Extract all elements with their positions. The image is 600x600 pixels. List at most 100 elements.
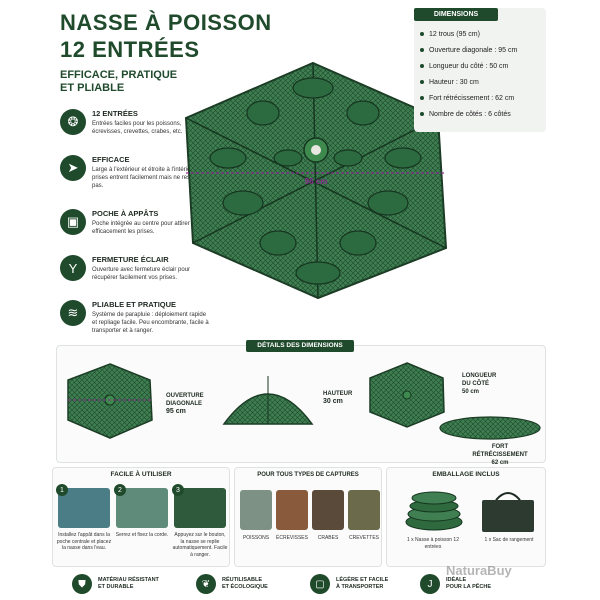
footer-line: ET ÉCOLOGIQUE [222, 584, 268, 590]
details-header: DÉTAILS DES DIMENSIONS [246, 340, 354, 352]
dimension-item: Nombre de côtés : 6 côtés [420, 111, 511, 118]
capture-photo-crab [312, 490, 344, 530]
feature-title: POCHE À APPÂTS [92, 209, 159, 218]
capture-label: POISSONS [242, 535, 270, 541]
dimension-item: Hauteur : 30 cm [420, 79, 479, 86]
footer-line: RÉUTILISABLE [222, 577, 263, 583]
captures-header: POUR TOUS TYPES DE CAPTURES [257, 472, 359, 478]
feature-desc: Entrées faciles pour les poissons, écrev… [92, 121, 183, 135]
footer-line: À TRANSPORTER [336, 584, 384, 590]
dimension-text: Nombre de côtés : 6 côtés [429, 111, 511, 118]
page-title-secondary: 12 ENTRÉES [60, 37, 200, 62]
dimension-text: 12 trous (95 cm) [429, 31, 480, 38]
layers-icon: ≋ [60, 300, 86, 326]
fish-trap-illustration: 96 cm [184, 61, 448, 300]
label-line: OUVERTURE [166, 393, 204, 399]
ouverture-label: OUVERTURE DIAGONALE 95 cm [166, 392, 206, 416]
main-measure-label: 96 cm [305, 177, 328, 186]
storage-bag-image [482, 492, 534, 532]
dimensions-panel [414, 8, 546, 132]
hook-icon: J [420, 574, 440, 594]
shield-icon: ⛊ [72, 574, 92, 594]
footer-line: LÉGÈRE ET FACILE [336, 577, 389, 583]
hexagon-view-illustration [369, 362, 445, 428]
page-title: NASSE À POISSON [60, 10, 272, 35]
dimensions-header: DIMENSIONS [414, 8, 498, 21]
label-value: 30 cm [323, 398, 343, 405]
label-value: 50 cm [462, 389, 480, 395]
label-value: 62 cm [491, 460, 509, 466]
label-line: RÉTRÉCISSEMENT [472, 452, 528, 458]
footer-line: MATÉRIAU RÉSISTANT [98, 577, 159, 583]
hauteur-label: HAUTEUR 30 cm [323, 390, 363, 406]
subtitle-line: ET PLIABLE [60, 82, 125, 94]
label-line: HAUTEUR [323, 391, 353, 397]
bullet-icon [420, 64, 424, 69]
folded-trap-image [405, 491, 463, 531]
label-value: 95 cm [166, 408, 186, 415]
footer-line: IDÉALE [446, 577, 467, 583]
capture-label: ÉCREVISSES [276, 535, 308, 541]
feature-title: EFFICACE [92, 155, 130, 164]
bag-icon: ▢ [310, 574, 330, 594]
dimension-text: Longueur du côté : 50 cm [429, 63, 509, 70]
bullet-icon [420, 32, 424, 37]
watermark: NaturaBuy [446, 563, 512, 578]
dimension-item: Ouverture diagonale : 95 cm [420, 47, 517, 54]
bag-icon: ▣ [60, 209, 86, 235]
longueur-label: LONGUEUR DU CÔTÉ 50 cm [462, 372, 512, 396]
capture-photo-shrimp [348, 490, 380, 530]
step-photo [174, 488, 226, 528]
label-line: LONGUEUR [462, 373, 497, 379]
capture-label: CREVETTES [348, 535, 379, 541]
bullet-icon [420, 96, 424, 101]
package-item: 1 x Nasse à poisson 12 entrées [407, 537, 459, 550]
label-line: DU CÔTÉ [462, 381, 489, 387]
dimension-text: Ouverture diagonale : 95 cm [429, 47, 518, 54]
feature-title: 12 ENTRÉES [92, 109, 138, 118]
capture-photo-crayfish [276, 490, 308, 530]
label-line: FORT [491, 444, 509, 450]
subtitle-line: EFFICACE, PRATIQUE [60, 69, 178, 81]
bullet-icon [420, 80, 424, 85]
step-text: Installez l'appât dans la poche centrale… [56, 532, 112, 551]
footer-line: ET DURABLE [98, 584, 134, 590]
footer-badge-text: IDÉALE POUR LA PÊCHE [446, 577, 491, 591]
step-photo [58, 488, 110, 528]
footer-badge-text: RÉUTILISABLE ET ÉCOLOGIQUE [222, 577, 268, 591]
folded-view-illustration [439, 416, 541, 440]
side-view-illustration [222, 376, 314, 425]
footer-line: POUR LA PÊCHE [446, 584, 492, 590]
fish-eggs-icon: ❂ [60, 109, 86, 135]
zipper-icon: Y [60, 255, 86, 281]
feature-desc: Poche intégrée au centre pour attirer ef… [92, 221, 190, 235]
bullet-icon [420, 48, 424, 53]
fish-icon: ➤ [60, 155, 86, 181]
dimension-text: Fort rétrécissement : 62 cm [429, 95, 515, 102]
bullet-icon [420, 112, 424, 117]
leaf-icon: ❦ [196, 574, 216, 594]
step-number-badge: 2 [114, 484, 126, 496]
dimension-item: Fort rétrécissement : 62 cm [420, 95, 514, 102]
fort-label: FORT RÉTRÉCISSEMENT 62 cm [470, 443, 530, 467]
dimension-text: Hauteur : 30 cm [429, 79, 479, 86]
footer-badge-text: MATÉRIAU RÉSISTANT ET DURABLE [98, 577, 159, 591]
capture-label: CRABES [317, 535, 339, 541]
footer-badge-text: LÉGÈRE ET FACILE À TRANSPORTER [336, 577, 388, 591]
step-number-badge: 3 [172, 484, 184, 496]
step-text: Appuyez sur le bouton, la nasse se repli… [172, 532, 228, 558]
dimension-item: 12 trous (95 cm) [420, 31, 480, 38]
step-photo [116, 488, 168, 528]
dimension-item: Longueur du côté : 50 cm [420, 63, 508, 70]
feature-desc: Large à l'extérieur et étroite à l'intér… [92, 167, 209, 189]
emballage-header: EMBALLAGE INCLUS [432, 471, 500, 478]
step-text: Serrez et fixez la corde. [115, 532, 169, 538]
label-line: DIAGONALE [166, 401, 202, 407]
package-item: 1 x Sac de rangement [484, 537, 534, 543]
facile-header: FACILE À UTILISER [110, 471, 172, 478]
capture-photo-fish [240, 490, 272, 530]
feature-desc: Système de parapluie : déploiement rapid… [92, 312, 209, 334]
subtitle: EFFICACE, PRATIQUE ET PLIABLE [60, 69, 210, 95]
feature-title: PLIABLE ET PRATIQUE [92, 300, 177, 309]
top-view-illustration [67, 363, 153, 439]
